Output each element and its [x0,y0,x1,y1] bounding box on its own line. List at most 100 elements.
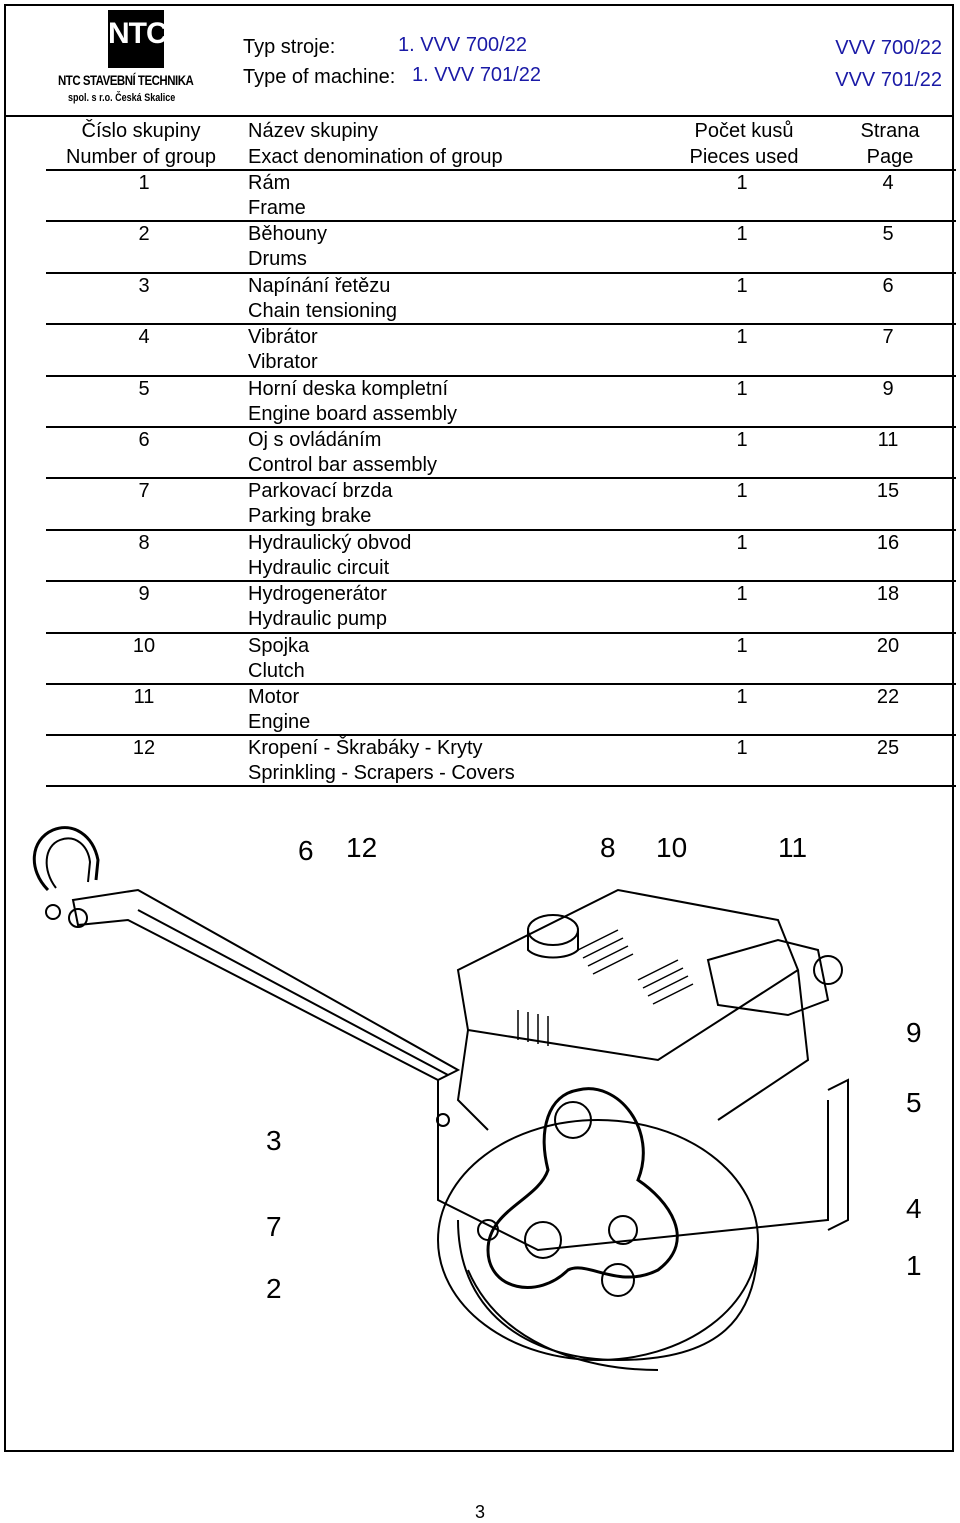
row-separator [46,631,956,634]
row-separator [46,477,956,480]
group-number: 1 [138,172,150,194]
group-name-en: Sprinkling - Scrapers - Covers [248,762,515,785]
group-number: 8 [138,531,150,554]
machine-code-1: VVV 700/22 [835,37,942,59]
group-name-en: Engine board assembly [248,402,458,425]
row-separator [46,323,956,326]
row-separator [46,734,956,737]
callout-label: 6 [298,835,314,866]
page-ref: 6 [882,274,894,297]
page-number: 3 [474,1502,485,1522]
group-number: 7 [138,480,150,503]
pieces-used: 1 [736,274,748,297]
machine-label-en: Type of machine: [243,66,396,88]
group-name-en: Parking brake [248,505,372,528]
group-name-en: Hydraulic circuit [248,556,390,579]
row-separator [46,426,956,428]
row-separator [46,528,956,531]
group-name-en: Vibrator [248,351,318,374]
group-name-cz: Vibrátor [248,326,318,349]
callout-label: 11 [778,832,807,863]
page-ref: 22 [876,686,900,708]
machine-code-2: VVV 701/22 [835,69,942,91]
pieces-used: 1 [736,172,748,194]
header-page-cz: Strana [860,120,920,142]
group-name-en: Control bar assembly [248,454,437,476]
page-ref: 25 [876,737,900,760]
header-name-en: Exact denomination of group [248,146,503,168]
page-ref: 4 [882,172,894,194]
callout-label: 1 [906,1250,922,1281]
group-number: 3 [138,274,150,297]
group-number: 9 [138,583,150,606]
header-number-en: Number of group [65,146,217,168]
page-frame [4,4,954,1452]
group-name-cz: Hydraulický obvod [248,531,412,554]
pieces-used: 1 [736,531,748,554]
group-name-cz: Parkovací brzda [248,480,393,503]
pieces-used: 1 [736,480,748,503]
group-number: 5 [138,377,150,400]
group-number: 12 [132,737,156,760]
pieces-used: 1 [736,583,748,606]
pieces-used: 1 [736,686,748,708]
group-name-cz: Rám [248,172,291,194]
logo-mark: NTC [108,10,168,68]
page-ref: 16 [876,531,900,554]
pieces-used: 1 [736,326,748,349]
header-separator [4,115,954,117]
pieces-used: 1 [736,737,748,760]
callout-label: 12 [346,832,377,863]
pieces-used: 1 [736,223,748,246]
table-bottom-line [46,784,956,787]
group-name-cz: Hydrogenerátor [248,583,387,606]
group-name-cz: Běhouny [248,223,327,246]
group-number: 6 [138,429,150,451]
callout-label: 10 [656,832,687,863]
row-separator [46,580,956,583]
callout-label: 9 [906,1017,922,1048]
machine-value-1: 1. VVV 700/22 [398,34,527,56]
pieces-used: 1 [736,377,748,400]
header-pieces-cz: Počet kusů [694,120,794,142]
group-number: 10 [132,634,156,657]
group-number: 4 [138,326,150,349]
group-name-cz: Oj s ovládáním [248,429,382,451]
header-page-en: Page [866,146,914,168]
callout-label: 2 [266,1273,282,1304]
roller-illustration [32,826,849,1371]
header-number-cz: Číslo skupiny [81,120,201,142]
group-name-en: Chain tensioning [248,299,397,322]
row-separator [46,220,956,223]
pieces-used: 1 [736,429,748,451]
header-name-cz: Název skupiny [248,120,379,142]
group-number: 11 [133,686,155,708]
page-ref: 20 [876,634,900,657]
page-ref: 18 [876,583,900,606]
group-name-cz: Motor [248,686,300,708]
page-ref: 11 [877,429,899,451]
company-name: NTC STAVEBNÍ TECHNIKA [58,72,194,88]
row-separator [46,683,956,685]
machine-value-2: 1. VVV 701/22 [412,64,541,86]
header-pieces-en: Pieces used [689,146,799,168]
company-subtitle: spol. s r.o. Česká Skalice [68,92,176,104]
machine-label-cz: Typ stroje: [243,36,336,58]
row-separator [46,271,956,274]
page-ref: 5 [882,223,894,246]
group-name-cz: Kropení - Škrabáky - Kryty [248,737,483,760]
group-name-cz: Horní deska kompletní [248,377,449,400]
callout-label: 4 [906,1193,922,1224]
callout-label: 7 [266,1211,282,1242]
machine-type-row-1: Typ stroje: [243,36,335,59]
callout-label: 3 [266,1125,282,1156]
company-logo: NTC NTC STAVEBNÍ TECHNIKA spol. s r.o. Č… [58,10,218,110]
group-number: 2 [138,223,150,246]
page-ref: 9 [882,377,894,400]
group-name-en: Hydraulic pump [248,608,387,631]
row-separator [46,169,956,171]
page-ref: 7 [882,326,894,349]
group-name-cz: Spojka [248,634,310,657]
